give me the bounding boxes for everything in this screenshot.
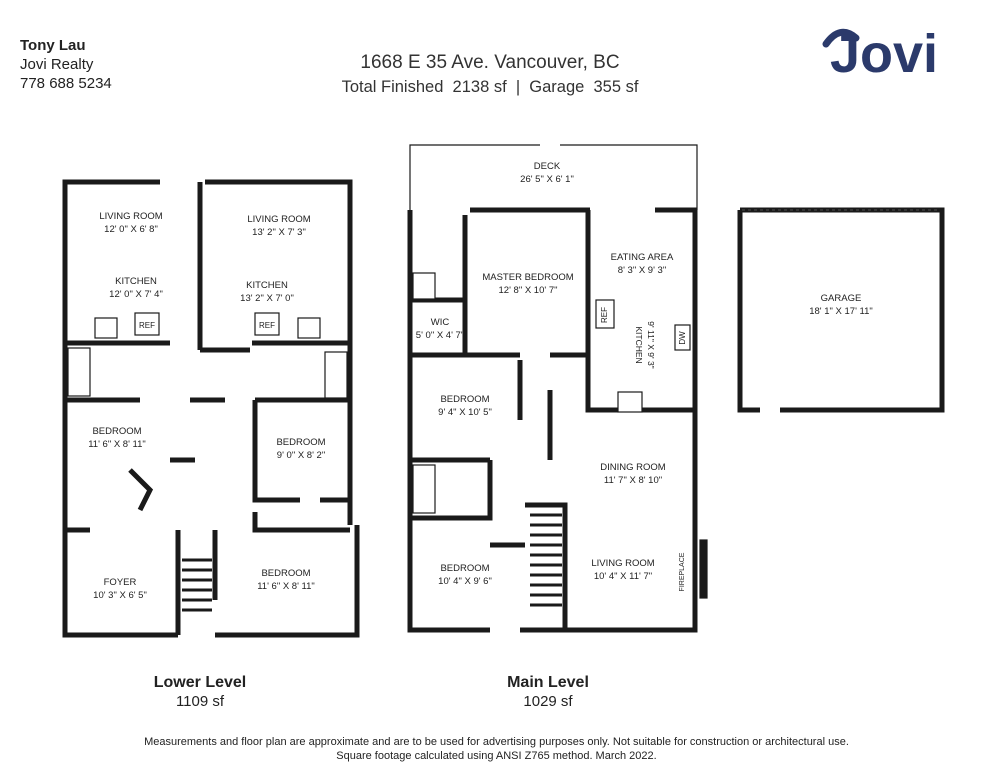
room-dims: 9' 11" X 9' 3" <box>646 321 656 368</box>
room-dims: 8' 3" X 9' 3" <box>618 265 666 276</box>
fridge-label: REF <box>600 307 609 323</box>
main-level-caption: Main Level 1029 sf <box>478 673 618 711</box>
lower-outer-wall-right <box>205 179 353 525</box>
main-stair-wall <box>490 502 568 630</box>
main-bath2-wall <box>410 457 493 521</box>
stove-icon <box>617 391 643 413</box>
lower-stair-wall <box>175 512 350 635</box>
fireplace-icon <box>699 539 708 599</box>
dishwasher-label: DW <box>678 331 687 345</box>
room-dims: 9' 4" X 10' 5" <box>438 407 492 418</box>
room-name: DINING ROOM <box>600 462 666 473</box>
listing-totals: Total Finished 2138 sf | Garage 355 sf <box>341 78 639 96</box>
logo-text: Jovi <box>830 24 938 78</box>
jovi-logo: Jovi <box>822 24 938 78</box>
room-name: BEDROOM <box>276 437 325 448</box>
fridge-label: REF <box>139 321 155 330</box>
room-name: GARAGE <box>821 293 862 304</box>
lower-level-area: 1109 sf <box>175 693 225 710</box>
agent-name: Tony Lau <box>20 37 86 54</box>
room-labels: LIVING ROOM 12' 0" X 6' 8" KITCHEN 12' 0… <box>88 161 873 601</box>
agent-company: Jovi Realty <box>20 56 94 73</box>
lower-level-title: Lower Level <box>153 674 247 691</box>
room-dims: 12' 8" X 10' 7" <box>499 285 558 296</box>
fridge-icon <box>134 312 160 336</box>
main-outer-wall <box>407 207 698 633</box>
room-name: KITCHEN <box>246 280 288 291</box>
main-kitchen-wall <box>585 210 695 413</box>
room-name: BEDROOM <box>261 568 310 579</box>
room-dims: 10' 4" X 11' 7" <box>594 571 652 582</box>
room-dims: 12' 0" X 6' 8" <box>104 224 158 235</box>
fridge-label: REF <box>259 321 275 330</box>
fixtures <box>67 272 708 599</box>
room-name: BEDROOM <box>440 394 489 405</box>
agent-info: Tony Lau Jovi Realty 778 688 5234 <box>20 36 112 93</box>
room-dims: 9' 0" X 8' 2" <box>277 450 325 461</box>
room-name: LIVING ROOM <box>591 558 654 569</box>
lower-bedroom2-wall <box>252 400 350 503</box>
lower-outer-wall <box>62 179 360 638</box>
room-name: BEDROOM <box>440 563 489 574</box>
room-dims: 11' 7" X 8' 10" <box>604 475 662 486</box>
room-dims: 13' 2" X 7' 0" <box>240 293 294 304</box>
fireplace-label: FIREPLACE <box>679 552 686 591</box>
stove-icon <box>297 317 321 339</box>
lower-foyer-wall <box>65 457 195 533</box>
dishwasher-icon <box>674 324 691 351</box>
tub-icon <box>324 351 348 399</box>
main-level-area: 1029 sf <box>523 693 573 710</box>
main-bath-wall <box>410 215 468 355</box>
room-name: LIVING ROOM <box>99 211 162 222</box>
disclaimer-line-1: Measurements and floor plan are approxim… <box>144 736 849 748</box>
room-dims: 5' 0" X 4' 7" <box>416 330 464 341</box>
room-dims: 11' 6" X 8' 11" <box>257 581 315 592</box>
room-name: FOYER <box>104 577 137 588</box>
room-dims: 12' 0" X 7' 4" <box>109 289 163 300</box>
room-name: DECK <box>534 161 561 172</box>
agent-phone: 778 688 5234 <box>20 75 112 92</box>
stairs <box>182 513 562 612</box>
room-dims: 13' 2" X 7' 3" <box>252 227 306 238</box>
room-name: MASTER BEDROOM <box>482 272 573 283</box>
lower-kitchen-wall <box>65 340 350 353</box>
logo-swoosh <box>822 28 860 48</box>
room-dims: 10' 3" X 6' 5" <box>93 590 147 601</box>
fridge-icon <box>254 312 280 336</box>
room-name: KITCHEN <box>115 276 157 287</box>
room-name: EATING AREA <box>611 252 674 263</box>
walls <box>62 179 945 638</box>
tub-icon <box>67 347 91 397</box>
disclaimer: Measurements and floor plan are approxim… <box>60 735 933 763</box>
disclaimer-line-2: Square footage calculated using ANSI Z76… <box>336 750 657 762</box>
room-dims: 10' 4" X 9' 6" <box>438 576 492 587</box>
room-name: LIVING ROOM <box>247 214 310 225</box>
stove-icon <box>94 317 118 339</box>
listing-header: 1668 E 35 Ave. Vancouver, BC Total Finis… <box>290 50 690 100</box>
fridge-icon <box>595 299 615 329</box>
lower-level-caption: Lower Level 1109 sf <box>130 673 270 711</box>
room-name: KITCHEN <box>634 326 644 363</box>
room-dims: 18' 1" X 17' 11" <box>809 306 873 317</box>
room-name: BEDROOM <box>92 426 141 437</box>
room-name: WIC <box>431 317 450 328</box>
room-dims: 11' 6" X 8' 11" <box>88 439 146 450</box>
deck-outline <box>409 144 698 210</box>
tub-icon <box>412 464 436 514</box>
rotated-labels: KITCHEN 9' 11" X 9' 3" REF DW FIREPLACE <box>600 307 687 592</box>
main-level-title: Main Level <box>507 674 589 691</box>
listing-address: 1668 E 35 Ave. Vancouver, BC <box>360 52 620 73</box>
tub-icon <box>412 272 436 300</box>
main-hall-wall <box>517 360 553 460</box>
room-dims: 26' 5" X 6' 1" <box>520 174 574 185</box>
